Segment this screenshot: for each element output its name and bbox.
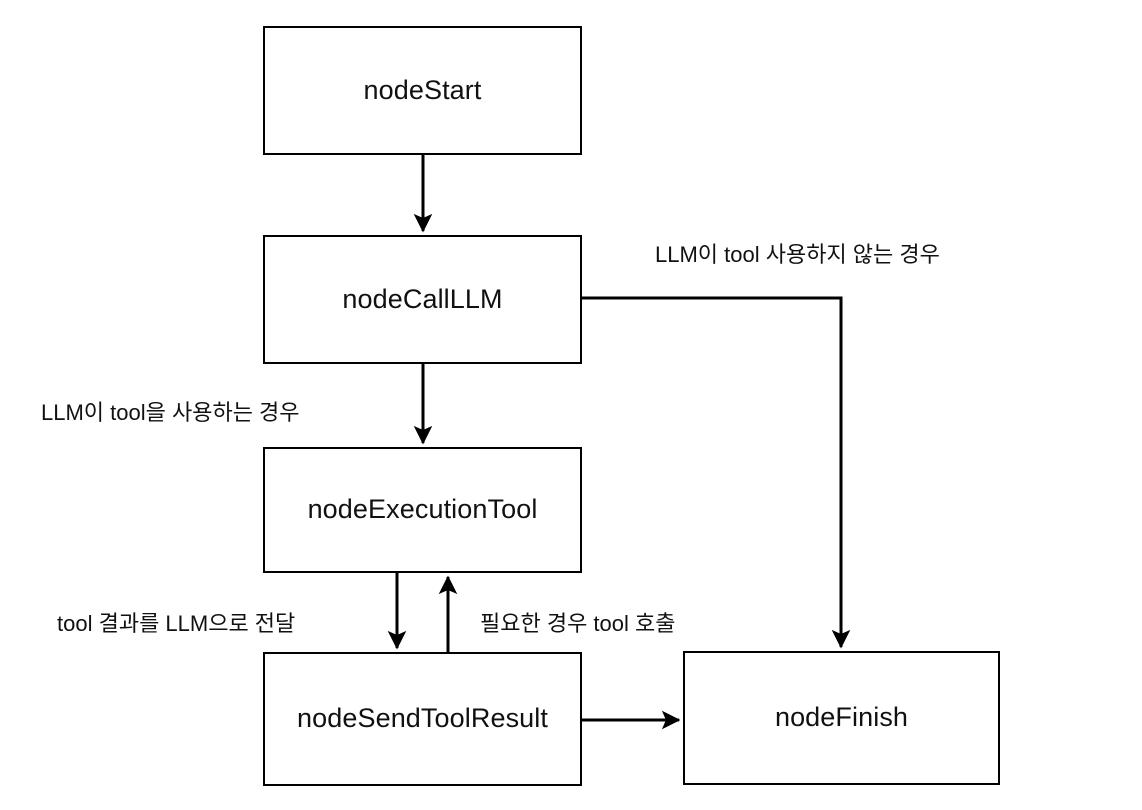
node-send-tool-result[interactable]: nodeSendToolResult	[263, 652, 582, 786]
node-finish[interactable]: nodeFinish	[683, 651, 1000, 785]
node-call-llm-label: nodeCallLLM	[342, 283, 503, 314]
edge-callllm-to-finish	[582, 296, 851, 649]
node-execution-tool[interactable]: nodeExecutionTool	[263, 447, 582, 573]
edge-label-use-tool: LLM이 tool을 사용하는 경우	[41, 400, 300, 425]
node-finish-label: nodeFinish	[774, 702, 909, 733]
node-send-tool-result-label: nodeSendToolResult	[297, 703, 548, 734]
edge-label-call-tool: 필요한 경우 tool 호출	[480, 611, 676, 636]
node-call-llm[interactable]: nodeCallLLM	[263, 235, 582, 364]
edge-label-no-tool: LLM이 tool 사용하지 않는 경우	[655, 242, 940, 267]
edge-label-send-result: tool 결과를 LLM으로 전달	[57, 611, 296, 636]
node-execution-tool-label: nodeExecutionTool	[307, 494, 538, 525]
node-start-label: nodeStart	[363, 74, 482, 105]
node-start[interactable]: nodeStart	[263, 26, 582, 155]
